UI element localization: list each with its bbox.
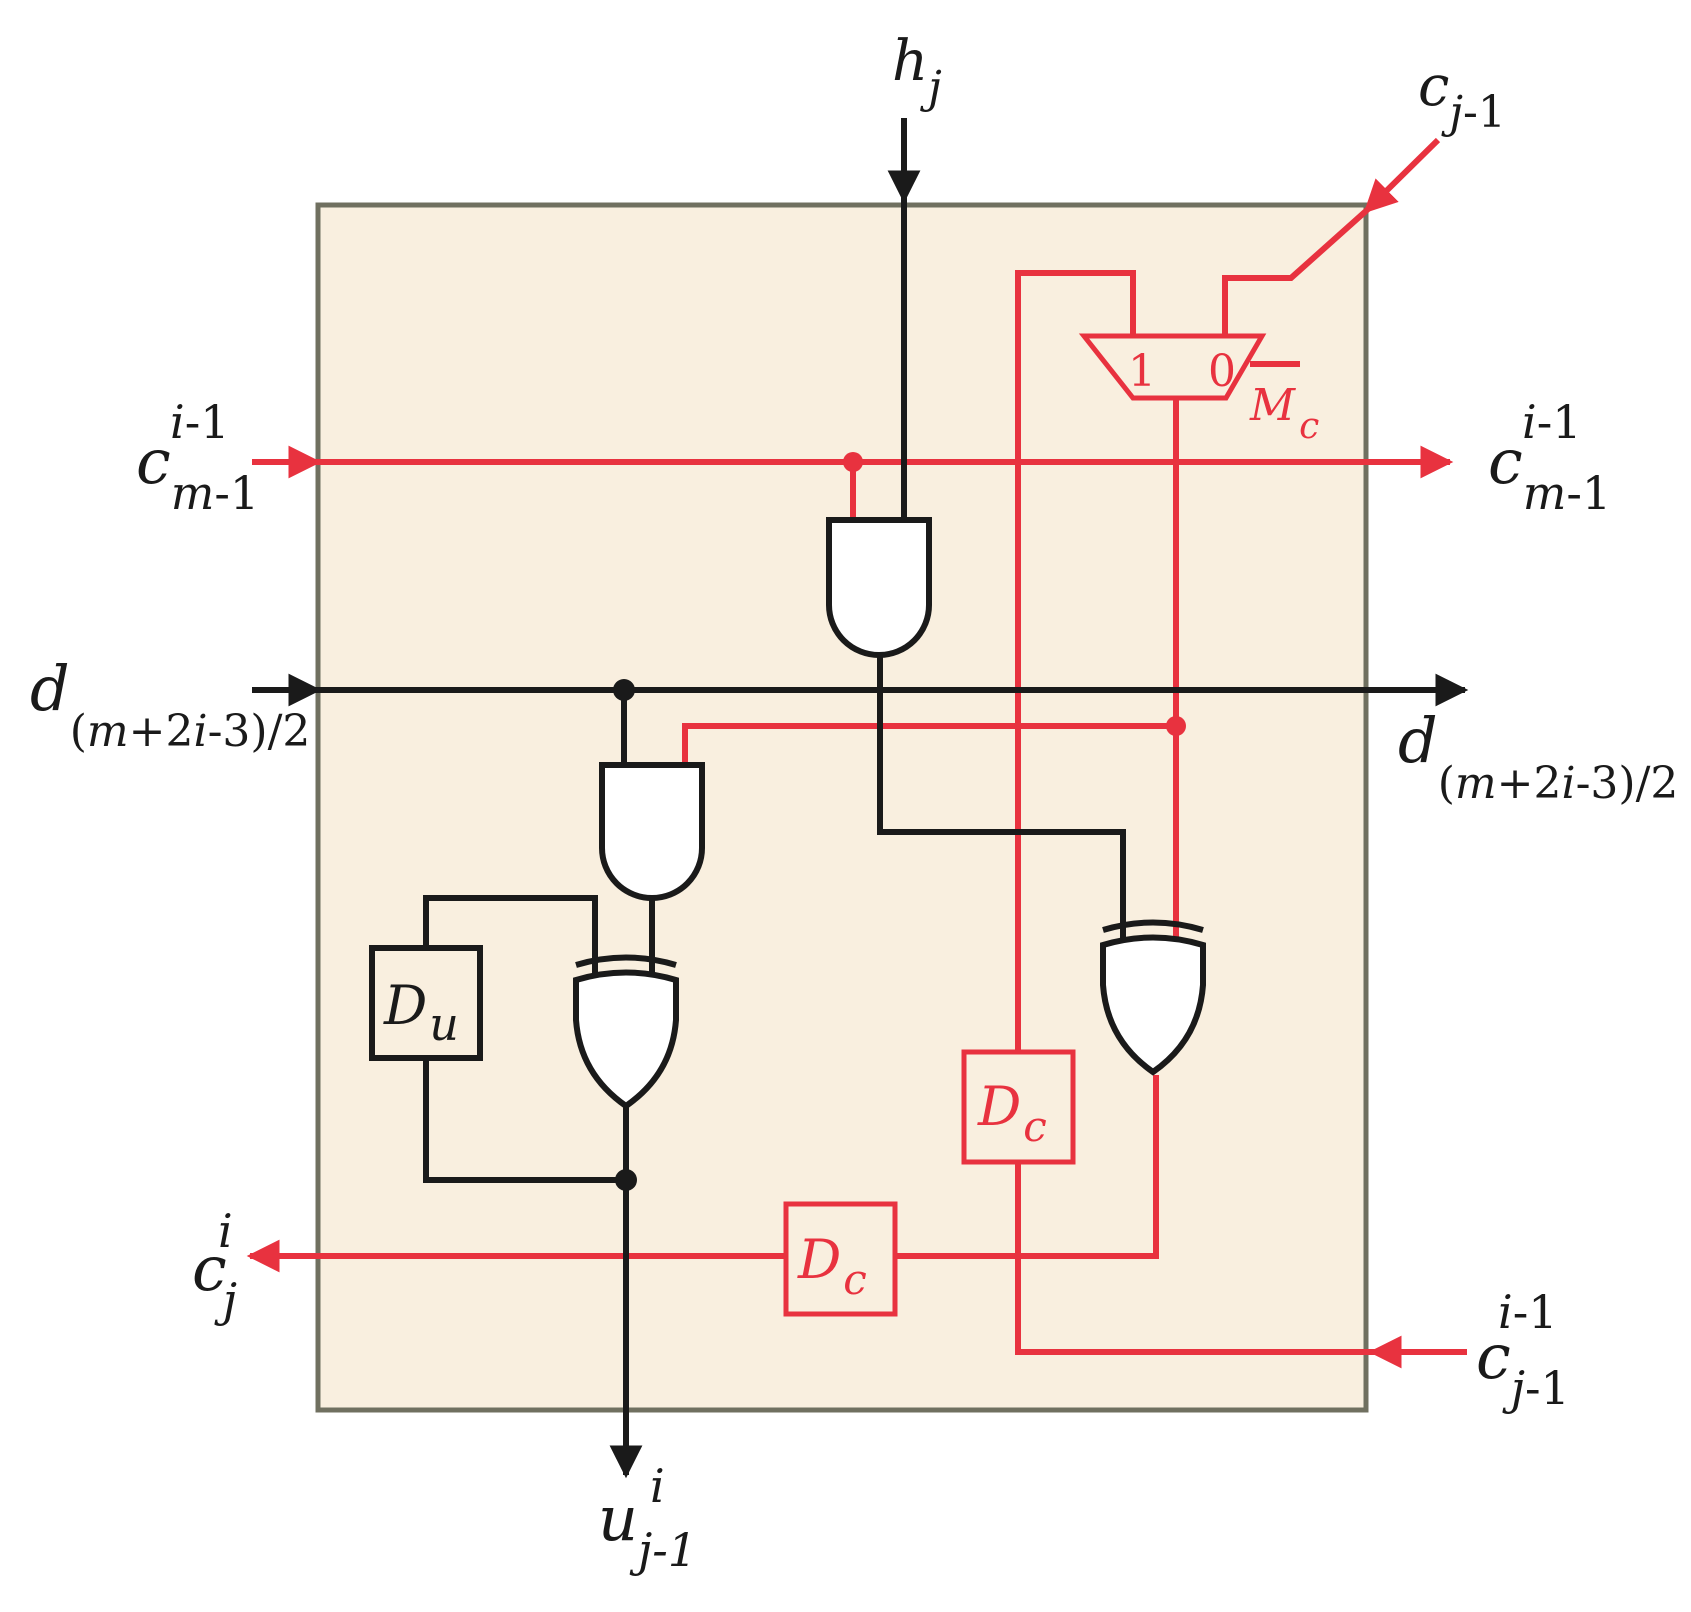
delay-u-label: Du — [383, 974, 459, 1051]
mux-to-lower-and-wire — [682, 723, 1176, 770]
xor-to-delay-c-wire — [895, 1075, 1159, 1259]
and-gate-upper — [826, 517, 932, 658]
delay-c-top — [961, 1049, 1076, 1165]
du-feedback-top-wire — [423, 895, 598, 982]
c-left-output-sup: i — [218, 1204, 233, 1258]
multiplexer — [1078, 333, 1267, 401]
u-output-sup: i — [650, 1459, 665, 1513]
mux-in1-label: 1 — [1128, 346, 1156, 397]
c-right-output-label: cm-1 — [1488, 425, 1611, 520]
du-feedback-bottom-wire — [423, 1058, 626, 1183]
delay-u — [369, 945, 483, 1061]
delay-c-bottom-label: Dc — [797, 1228, 867, 1304]
xor-gate-left — [573, 954, 679, 1110]
xor-gate-right — [1100, 919, 1206, 1076]
c-left-input-label: cm-1 — [136, 425, 259, 520]
mux-in1-wire — [1015, 270, 1136, 1097]
delay-c-top-to-input-wire — [1015, 1162, 1372, 1355]
c-left-input-sup: i-1 — [170, 395, 230, 449]
upper-and-to-xor-wire — [877, 655, 1126, 940]
c-top-input-label: cj-1 — [1418, 54, 1506, 138]
u-output-label: uj-1 — [598, 1482, 697, 1577]
d-output-label: d(m+2i-3)/2 — [1398, 704, 1678, 809]
u-output-junction — [615, 1169, 637, 1191]
delay-c-bottom — [783, 1201, 898, 1317]
delay-c-top-label: Dc — [977, 1075, 1047, 1151]
c-top-input-arrow — [1363, 137, 1441, 214]
and-gate-lower — [599, 762, 705, 901]
c-right-output-sup: i-1 — [1522, 395, 1582, 449]
mux-in0-label: 0 — [1208, 346, 1236, 397]
h-input-label: hj — [892, 29, 942, 113]
c-bottom-right-input-sup: i-1 — [1498, 1285, 1558, 1339]
d-input-label: d(m+2i-3)/2 — [30, 652, 310, 757]
c-top-to-mux-wire — [1222, 208, 1368, 336]
